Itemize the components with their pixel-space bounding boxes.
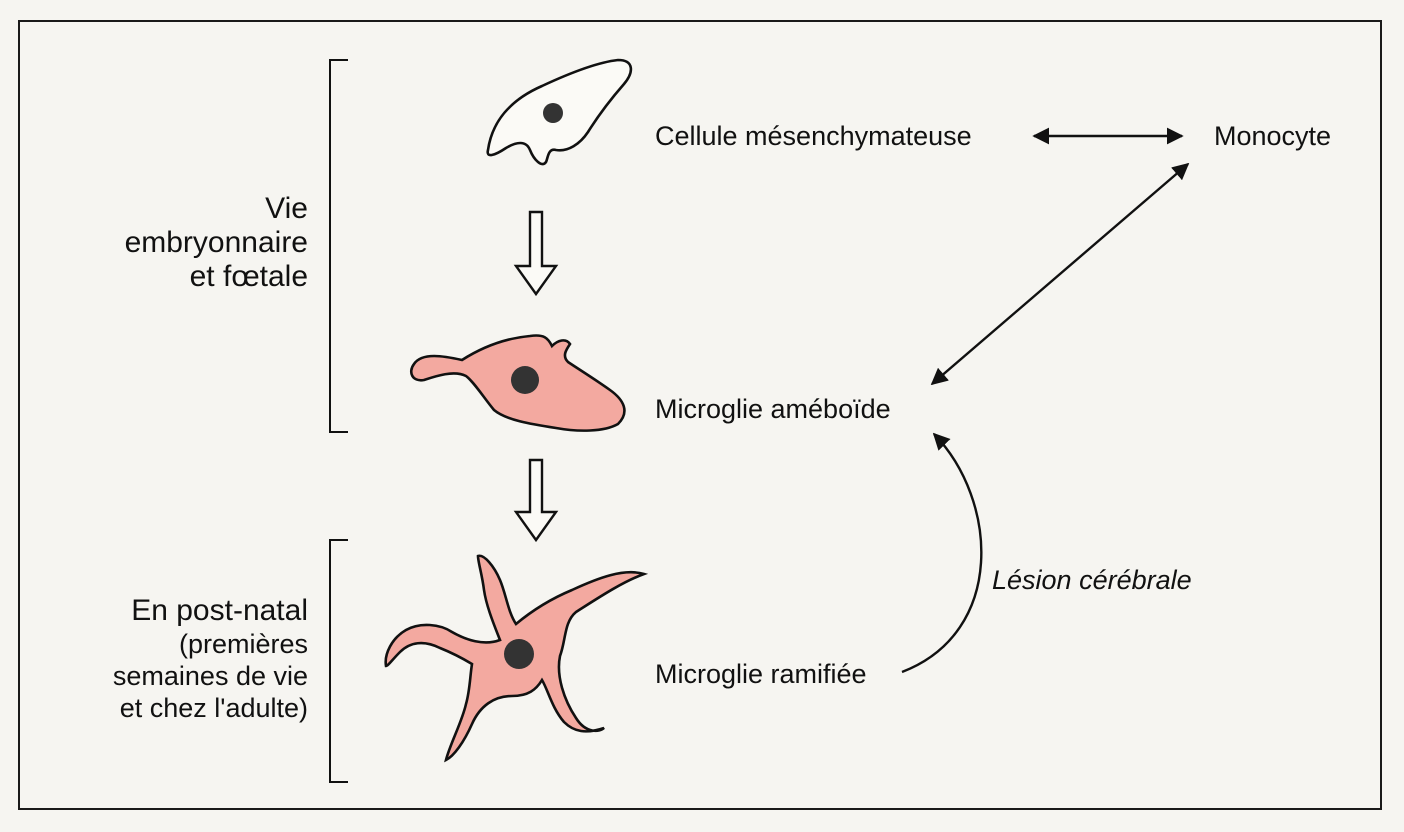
down-arrow-2-icon [513,458,559,543]
diagram-frame [18,20,1382,810]
down-arrow-1-icon [513,210,559,297]
stage-embryonic-label: Vie embryonnaire et fœtale [125,192,308,294]
ramified-microglia-icon [384,554,649,763]
amoeboid-microglia-label: Microglie améboïde [655,394,891,424]
stage-postnatal-line-1: (premières [178,629,308,659]
stage-postnatal-label: En post-natal (premières semaines de vie… [113,594,308,724]
monocyte-label: Monocyte [1214,121,1332,151]
stage-postnatal-line-3: et chez l'adulte) [119,693,308,723]
lesion-curved-arrow [901,432,983,674]
stage-postnatal-line-2: semaines de vie [112,661,308,691]
mesenchymal-cell-label: Cellule mésenchymateuse [655,121,972,151]
bracket-embryonic [329,59,348,433]
stage-embryonic-line-3: et fœtale [189,260,308,293]
bracket-postnatal [329,539,348,783]
mesenchymal-cell-icon [486,58,633,166]
lesion-label: Lésion cérébrale [992,565,1192,595]
monocyte-amoeboid-arrow [930,162,1190,386]
ramified-microglia-label: Microglie ramifiée [655,659,867,689]
stage-postnatal-title: En post-natal [131,594,308,627]
stage-embryonic-line-1: Vie [265,192,308,225]
stage-embryonic-line-2: embryonnaire [124,226,308,259]
amoeboid-microglia-icon [410,334,626,432]
